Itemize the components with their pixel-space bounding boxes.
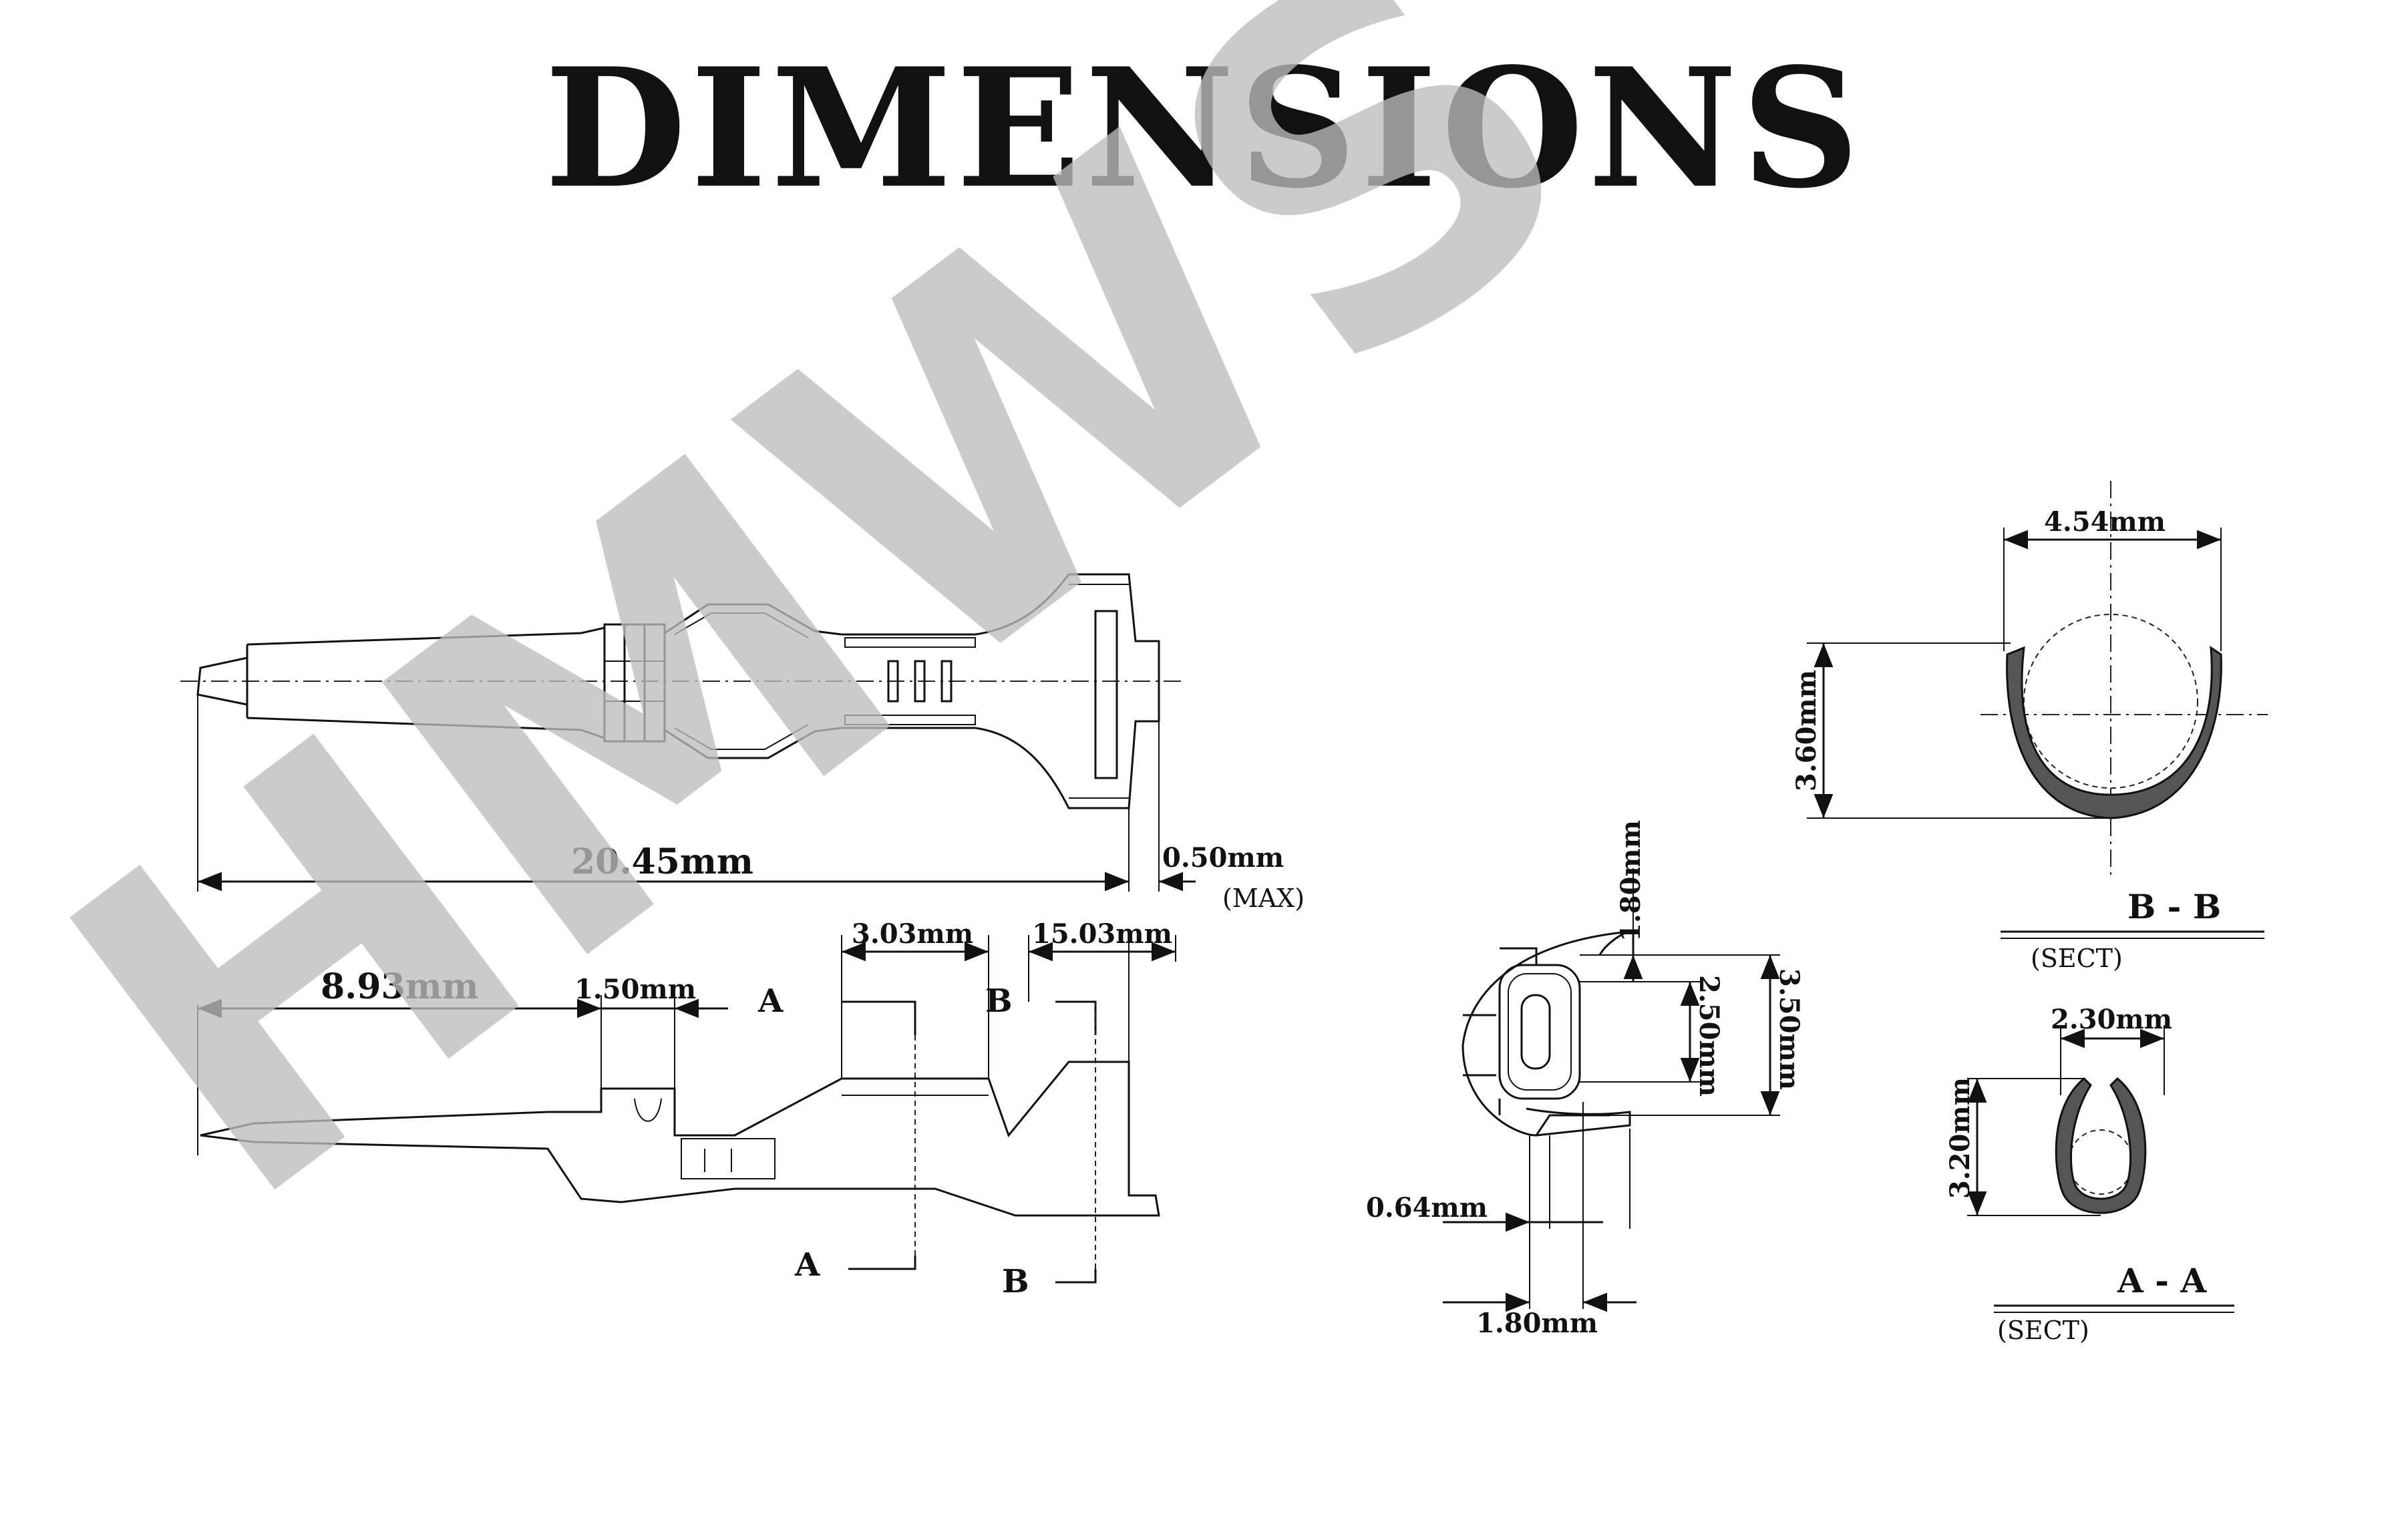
section-bb-title: B - B xyxy=(2127,887,2221,926)
section-aa-view xyxy=(1967,1025,2234,1313)
terminal-front-view xyxy=(1443,868,1780,1312)
dim-893-label: 8.93mm xyxy=(321,966,479,1007)
section-b-marker-top: B xyxy=(985,982,1013,1020)
dim-303-label: 3.03mm xyxy=(852,918,973,950)
tip-note-label: (MAX) xyxy=(1222,884,1305,913)
terminal-profile-view xyxy=(197,935,1176,1284)
dim-064-label: 0.64mm xyxy=(1366,1192,1488,1223)
page-title: DIMENSIONS xyxy=(544,32,1864,224)
dim-250-label: 2.50mm xyxy=(1693,975,1725,1097)
aa-height-label: 3.20mm xyxy=(1944,1077,1976,1199)
dim-350-label: 3.50mm xyxy=(1773,968,1805,1090)
overall-length-label: 20.45mm xyxy=(571,841,753,882)
aa-width-label: 2.30mm xyxy=(2051,1004,2172,1035)
dim-front-180-top: 1.80mm xyxy=(1615,820,1647,942)
section-bb-view xyxy=(1807,481,2268,939)
section-bb-note: (SECT) xyxy=(2031,944,2123,973)
dim-1503-label: 15.03mm xyxy=(1032,918,1172,950)
watermark-text: HMWS xyxy=(0,0,1672,1304)
dim-front-180-bottom: 1.80mm xyxy=(1476,1308,1598,1339)
section-a-marker-bottom: A xyxy=(794,1246,820,1284)
section-aa-note: (SECT) xyxy=(1997,1316,2089,1345)
bb-height-label: 3.60mm xyxy=(1791,670,1822,791)
dim-150-label: 1.50mm xyxy=(574,974,696,1005)
section-aa-title: A - A xyxy=(2117,1261,2207,1300)
section-a-marker-top: A xyxy=(757,982,784,1020)
bb-width-label: 4.54mm xyxy=(2044,506,2166,538)
terminal-side-view xyxy=(180,573,1196,892)
tip-thickness-label: 0.50mm xyxy=(1162,842,1284,874)
section-b-marker-bottom: B xyxy=(1002,1263,1029,1300)
